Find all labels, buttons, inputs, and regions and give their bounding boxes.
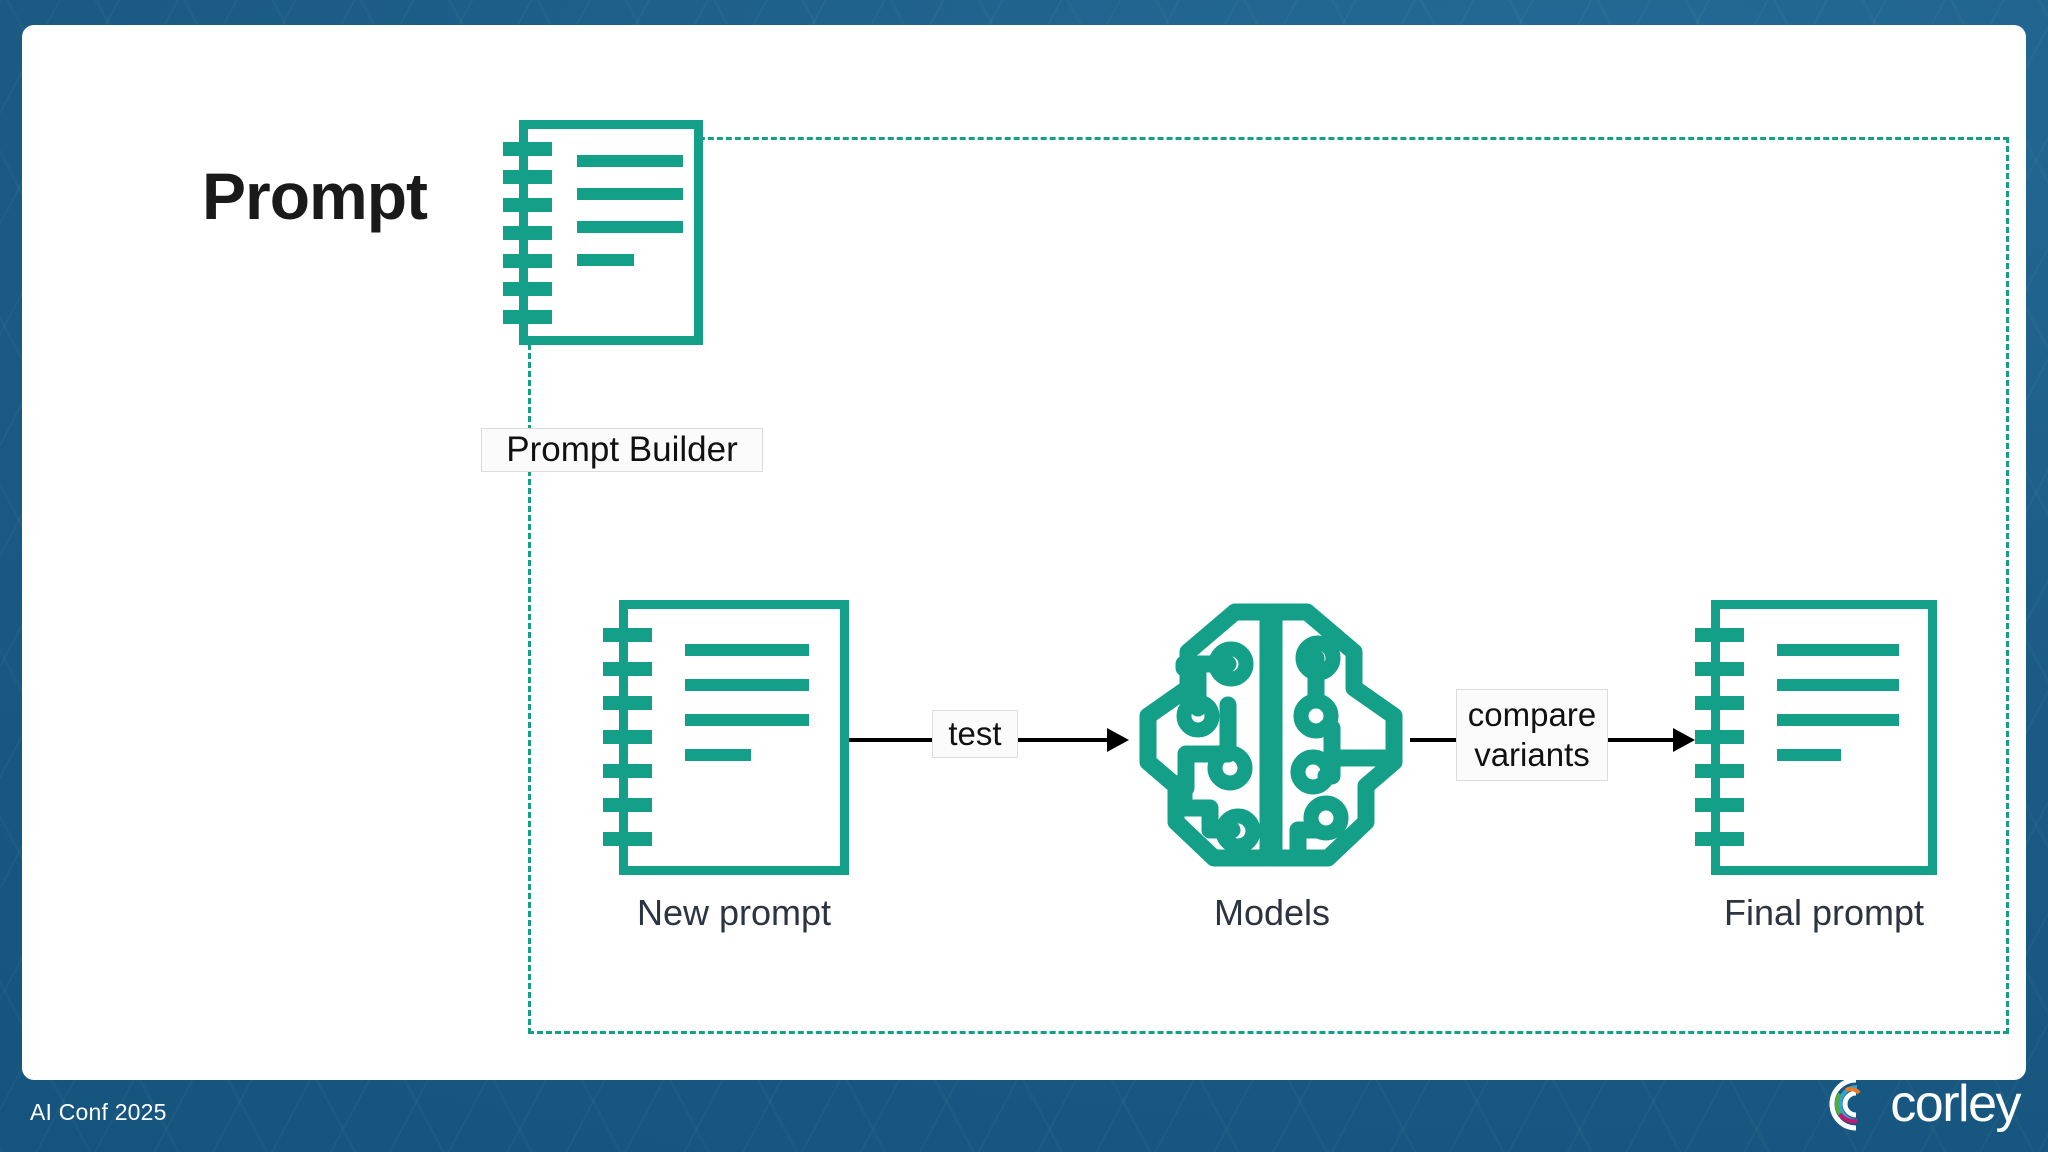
arrow-head <box>1673 728 1695 752</box>
notebook-ring <box>603 662 652 676</box>
models-label: Models <box>1213 892 1331 933</box>
notebook-text-line <box>577 221 683 233</box>
notebook-ring <box>603 628 652 642</box>
notebook-ring <box>1695 798 1744 812</box>
notebook-ring <box>603 764 652 778</box>
notebook-text-line <box>685 644 809 656</box>
brain-outline <box>1139 603 1403 867</box>
notebook-ring <box>1695 764 1744 778</box>
notebook-text-line <box>577 155 683 167</box>
logo-arc-green <box>1835 1092 1842 1116</box>
final-prompt-label: Final prompt <box>1723 892 1925 933</box>
footer-event-label: AI Conf 2025 <box>30 1099 167 1125</box>
final-prompt-notebook-icon <box>1695 600 1937 875</box>
notebook-ring <box>1695 696 1744 710</box>
notebook-text-line <box>685 679 809 691</box>
notebook-ring <box>1695 730 1744 744</box>
notebook-ring <box>603 730 652 744</box>
notebook-ring <box>1695 628 1744 642</box>
new-prompt-notebook-icon <box>603 600 849 875</box>
notebook-ring <box>603 798 652 812</box>
notebook-ring <box>1695 832 1744 846</box>
notebook-text-line <box>1777 644 1899 656</box>
new-prompt-label: New prompt <box>636 892 832 933</box>
edge-label-compare-variants: compare variants <box>1456 689 1608 781</box>
notebook-ring <box>503 170 552 184</box>
corley-wordmark: corley <box>1890 1075 2021 1133</box>
notebook-text-line <box>1777 714 1899 726</box>
notebook-ring <box>603 696 652 710</box>
page-title: Prompt <box>202 159 428 233</box>
corley-logo-icon <box>1829 1077 1861 1131</box>
notebook-ring <box>503 310 552 324</box>
brand-lockup: corley <box>1826 1074 2021 1134</box>
notebook-text-line <box>685 749 751 761</box>
notebook-ring <box>603 832 652 846</box>
notebook-ring <box>503 142 552 156</box>
notebook-text-line <box>1777 749 1841 761</box>
brain-circuit-nodes <box>1176 635 1349 854</box>
arrow-head <box>1107 728 1129 752</box>
notebook-text-line <box>577 188 683 200</box>
edge-label-test: test <box>932 710 1018 758</box>
prompt-builder-group-boundary <box>528 137 2009 1034</box>
prompt-builder-group-label: Prompt Builder <box>481 428 763 472</box>
notebook-ring <box>503 198 552 212</box>
notebook-ring <box>503 254 552 268</box>
notebook-ring <box>1695 662 1744 676</box>
slide-canvas: Prompt Prompt Builder <box>22 25 2026 1080</box>
notebook-text-line <box>1777 679 1899 691</box>
notebook-text-line <box>685 714 809 726</box>
notebook-text-line <box>577 254 634 266</box>
notebook-ring <box>503 282 552 296</box>
logo-arc-orange <box>1845 1087 1861 1095</box>
notebook-body <box>619 600 849 875</box>
notebook-ring <box>503 226 552 240</box>
prompt-builder-notebook-icon <box>503 120 703 345</box>
brain-circuit-icon <box>1139 603 1403 867</box>
logo-arc-magenta <box>1838 1112 1858 1124</box>
notebook-body <box>1711 600 1937 875</box>
logo-inner-ring <box>1842 1090 1857 1118</box>
logo-outer-ring <box>1829 1077 1857 1131</box>
